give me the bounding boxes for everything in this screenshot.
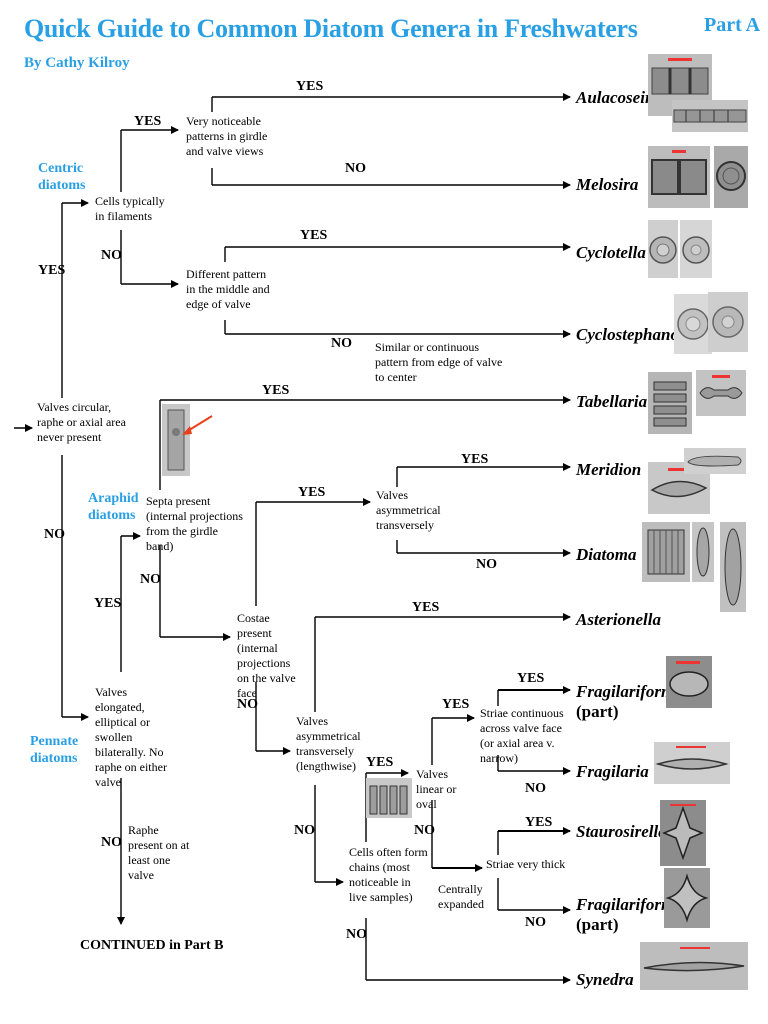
yes-label: YES bbox=[262, 383, 290, 398]
part-label: Part A bbox=[704, 14, 761, 36]
septa-micrograph bbox=[162, 404, 190, 476]
fragilariforma-micrograph bbox=[666, 656, 712, 708]
yes-label: YES bbox=[525, 815, 553, 830]
no-label: NO bbox=[331, 336, 352, 351]
aulacoseira-micrograph bbox=[648, 54, 712, 116]
yes-label: YES bbox=[517, 671, 545, 686]
melosira-micrograph bbox=[648, 146, 710, 208]
no-label: NO bbox=[237, 697, 258, 712]
meridion-micrograph bbox=[684, 448, 746, 474]
continued-part-b: CONTINUED in Part B bbox=[80, 938, 224, 953]
yes-label: YES bbox=[296, 79, 324, 94]
staurosirella-micrograph bbox=[660, 800, 706, 866]
part-qualifier: (part) bbox=[576, 702, 619, 721]
genus-asterionella: Asterionella bbox=[576, 610, 662, 629]
node-cells-chains: Cells often form chains (most noticeable… bbox=[349, 845, 428, 904]
genus-melosira: Melosira bbox=[576, 175, 639, 194]
genus-fragilaria: Fragilaria bbox=[576, 762, 649, 781]
yes-label: YES bbox=[442, 697, 470, 712]
node-striae-continuous: Striae continuous across valve face (or … bbox=[480, 706, 564, 765]
genus-fragilariforma: Fragilariforma(part) bbox=[576, 682, 683, 722]
genus-aulacoseira: Aulacoseira bbox=[576, 88, 661, 107]
genus-name: Fragilariforma bbox=[576, 682, 683, 701]
diatoma-micrograph bbox=[692, 522, 714, 582]
genus-cyclotella: Cyclotella bbox=[576, 243, 646, 262]
author-byline: By Cathy Kilroy bbox=[24, 55, 130, 71]
cyclotella-micrograph bbox=[648, 220, 678, 278]
no-label: NO bbox=[414, 823, 435, 838]
yes-label: YES bbox=[461, 452, 489, 467]
melosira-micrograph bbox=[714, 146, 748, 208]
node-centrally-expanded: Centrally expanded bbox=[438, 882, 484, 911]
no-label: NO bbox=[101, 248, 122, 263]
genus-fragilariforma: Fragilariforma(part) bbox=[576, 895, 683, 935]
node-similar-pattern: Similar or continuous pattern from edge … bbox=[375, 340, 503, 384]
fragilariforma-micrograph bbox=[664, 868, 710, 928]
cyclostephanos-micrograph bbox=[674, 294, 712, 354]
no-label: NO bbox=[525, 915, 546, 930]
node-septa-present: Septa present (internal projections from… bbox=[146, 494, 243, 553]
page-title: Quick Guide to Common Diatom Genera in F… bbox=[24, 14, 638, 43]
node-valves-circular: Valves circular, raphe or axial area nev… bbox=[37, 400, 126, 444]
yes-label: YES bbox=[412, 600, 440, 615]
yes-label: YES bbox=[38, 263, 66, 278]
no-label: NO bbox=[44, 527, 65, 542]
no-label: NO bbox=[140, 572, 161, 587]
genus-staurosirella: Staurosirella bbox=[576, 822, 667, 841]
aulacoseira-micrograph bbox=[672, 100, 748, 132]
genus-cyclostephanos: Cyclostephanos bbox=[576, 325, 686, 344]
genus-synedra: Synedra bbox=[576, 970, 634, 989]
fragilaria-micrograph bbox=[654, 742, 730, 784]
no-label: NO bbox=[346, 927, 367, 942]
genus-name: Fragilariforma bbox=[576, 895, 683, 914]
no-label: NO bbox=[101, 835, 122, 850]
cyclotella-micrograph bbox=[680, 220, 712, 278]
yes-label: YES bbox=[366, 755, 394, 770]
genus-diatoma: Diatoma bbox=[576, 545, 637, 564]
node-striae-thick: Striae very thick bbox=[486, 857, 566, 871]
node-cells-filaments: Cells typically in filaments bbox=[95, 194, 165, 223]
yes-label: YES bbox=[300, 228, 328, 243]
synedra-micrograph bbox=[640, 942, 748, 990]
node-costae-present: Costae present (internal projections on … bbox=[237, 611, 296, 700]
cyclostephanos-micrograph bbox=[708, 292, 748, 352]
no-label: NO bbox=[294, 823, 315, 838]
node-valves-asym-length: Valves asymmetrical transversely (length… bbox=[296, 714, 361, 773]
node-different-pattern: Different pattern in the middle and edge… bbox=[186, 267, 270, 311]
node-valves-asym-trans: Valves asymmetrical transversely bbox=[376, 488, 441, 532]
yes-label: YES bbox=[298, 485, 326, 500]
node-noticeable-patterns: Very noticeable patterns in girdle and v… bbox=[186, 114, 268, 158]
node-valves-linear: Valves linear or oval bbox=[416, 767, 457, 811]
genus-meridion: Meridion bbox=[576, 460, 642, 479]
chains-micrograph bbox=[366, 778, 412, 818]
yes-label: YES bbox=[94, 596, 122, 611]
genus-tabellaria: Tabellaria bbox=[576, 392, 648, 411]
araphid-diatoms-label: Araphid diatoms bbox=[88, 491, 139, 523]
diatoma-micrograph bbox=[642, 522, 690, 582]
diatoma-micrograph bbox=[720, 522, 746, 612]
no-label: NO bbox=[525, 781, 546, 796]
no-label: NO bbox=[345, 161, 366, 176]
no-label: NO bbox=[476, 557, 497, 572]
septa-pointer-arrow-icon bbox=[182, 415, 213, 435]
node-valves-elongated: Valves elongated, elliptical or swollen … bbox=[95, 685, 167, 789]
part-qualifier: (part) bbox=[576, 915, 619, 934]
tabellaria-micrograph bbox=[648, 372, 692, 434]
node-raphe-present: Raphe present on at least one valve bbox=[128, 823, 190, 882]
pennate-diatoms-label: Pennate diatoms bbox=[30, 734, 79, 766]
yes-label: YES bbox=[134, 114, 162, 129]
tabellaria-micrograph bbox=[696, 370, 746, 416]
centric-diatoms-label: Centric diatoms bbox=[38, 161, 86, 193]
